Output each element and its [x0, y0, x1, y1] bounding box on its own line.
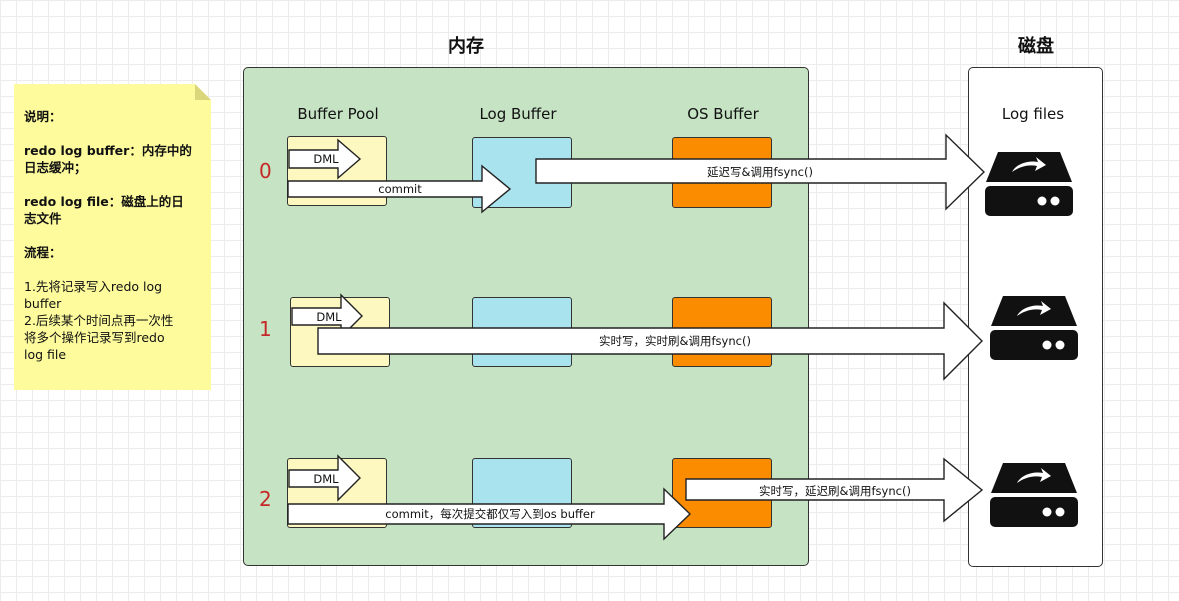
dml-arrow-icon	[291, 293, 363, 339]
dml-label: DML	[313, 152, 339, 166]
note-line: redo log file：磁盘上的日	[24, 194, 184, 209]
flush-arrow-icon	[317, 301, 983, 381]
commit-arrow-icon	[287, 164, 512, 214]
log-buffer-title: Log Buffer	[479, 105, 557, 123]
note-line: redo log buffer：内存中的	[24, 143, 192, 158]
note-step: 将多个操作记录写到redo	[24, 330, 165, 345]
dml-label: DML	[313, 472, 339, 486]
row-number: 1	[259, 317, 272, 341]
dml-arrow-icon	[288, 454, 361, 502]
note-step: buffer	[24, 296, 62, 311]
note-line: 志文件	[24, 211, 62, 226]
memory-title: 内存	[448, 36, 484, 57]
note-heading: 说明：	[24, 109, 62, 124]
note-flow-heading: 流程：	[24, 245, 62, 260]
disk-title: 磁盘	[1018, 36, 1054, 57]
disk-drive-icon	[990, 463, 1078, 527]
flush-arrow-icon	[685, 457, 984, 523]
flush-label: 实时写，实时刷&调用fsync()	[599, 334, 751, 348]
flush-label: 延迟写&调用fsync()	[707, 165, 813, 179]
flush-arrow-icon	[535, 133, 986, 211]
note-step: log file	[24, 347, 67, 362]
note-step: 1.先将记录写入redo log	[24, 279, 163, 294]
note-line: 日志缓冲；	[24, 160, 87, 175]
commit-label: commit	[378, 182, 422, 196]
commit-label: commit，每次提交都仅写入到os buffer	[385, 507, 595, 521]
dml-arrow-icon	[288, 138, 362, 180]
note-step: 2.后续某个时间点再一次性	[24, 313, 174, 328]
sticky-note-text: 说明： redo log buffer：内存中的 日志缓冲； redo log …	[24, 108, 204, 363]
os-buffer-title: OS Buffer	[687, 105, 759, 123]
disk-drive-icon	[990, 296, 1078, 360]
row-number: 0	[259, 159, 272, 183]
buffer-pool-title: Buffer Pool	[297, 105, 379, 123]
disk-drive-icon	[985, 152, 1073, 216]
dml-label: DML	[316, 310, 342, 324]
sticky-note	[14, 84, 211, 390]
flush-label: 实时写，延迟刷&调用fsync()	[759, 484, 911, 498]
row-number: 2	[259, 487, 272, 511]
commit-arrow-icon	[287, 487, 692, 541]
log-files-title: Log files	[1001, 105, 1065, 123]
